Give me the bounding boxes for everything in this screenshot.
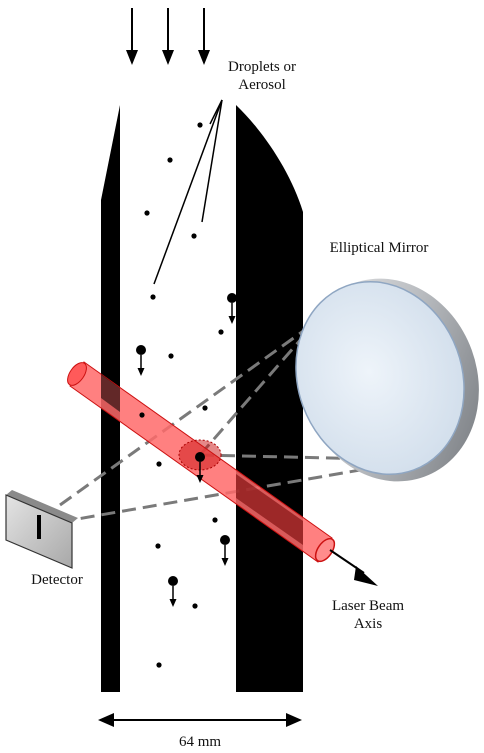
mirror-face (295, 280, 465, 476)
particles (139, 122, 224, 668)
particle-dot (212, 517, 218, 523)
laser-beam-start-cap (67, 362, 87, 386)
particle-dot (139, 412, 145, 418)
arrowhead-right-icon (286, 713, 302, 727)
falling-droplet (136, 345, 146, 376)
falling-droplets (136, 293, 237, 607)
laser-axis-arrow (329, 549, 378, 586)
laser-axis-label: Laser Beam Axis (320, 597, 416, 633)
mirror-label: Elliptical Mirror (329, 240, 429, 256)
inflow-arrow-icon (198, 8, 210, 65)
particle-dot (202, 405, 208, 411)
falling-droplet (195, 452, 205, 483)
detector (5, 490, 78, 569)
falling-droplet (220, 535, 230, 566)
arrowhead-icon (354, 566, 378, 586)
width-label: 64 mm (178, 734, 222, 750)
width-dimension-arrow (98, 713, 302, 727)
laser-axis-label-line2: Axis (353, 616, 383, 632)
laser-axis-label-line1: Laser Beam (331, 598, 405, 614)
inflow-arrows (126, 8, 210, 65)
inflow-arrow-icon (126, 8, 138, 65)
droplets-label-line1: Droplets or (228, 59, 296, 75)
detector-label: Detector (31, 572, 83, 588)
particle-dot (156, 662, 162, 668)
particle-dot (191, 233, 197, 239)
droplets-label-line2: Aerosol (238, 77, 286, 93)
droplets-label: Droplets or Aerosol (212, 58, 312, 94)
droplet-pointer-lines (153, 99, 223, 285)
particle-dot (155, 543, 161, 549)
particle-dot (197, 122, 203, 128)
particle-dot (156, 461, 162, 467)
inflow-arrow-icon (162, 8, 174, 65)
right-wall (236, 105, 303, 692)
falling-droplet (168, 576, 178, 607)
falling-droplet (227, 293, 237, 324)
particle-dot (218, 329, 224, 335)
elliptical-mirror (295, 278, 479, 482)
particle-dot (168, 353, 174, 359)
detector-slit-icon (37, 515, 41, 539)
particle-dot (144, 210, 150, 216)
particle-dot (150, 294, 156, 300)
particle-dot (167, 157, 173, 163)
laser-beam-end-cap (314, 537, 336, 563)
laser-beam (67, 361, 336, 563)
particle-dot (192, 603, 198, 609)
arrowhead-left-icon (98, 713, 114, 727)
detector-side (6, 490, 78, 523)
